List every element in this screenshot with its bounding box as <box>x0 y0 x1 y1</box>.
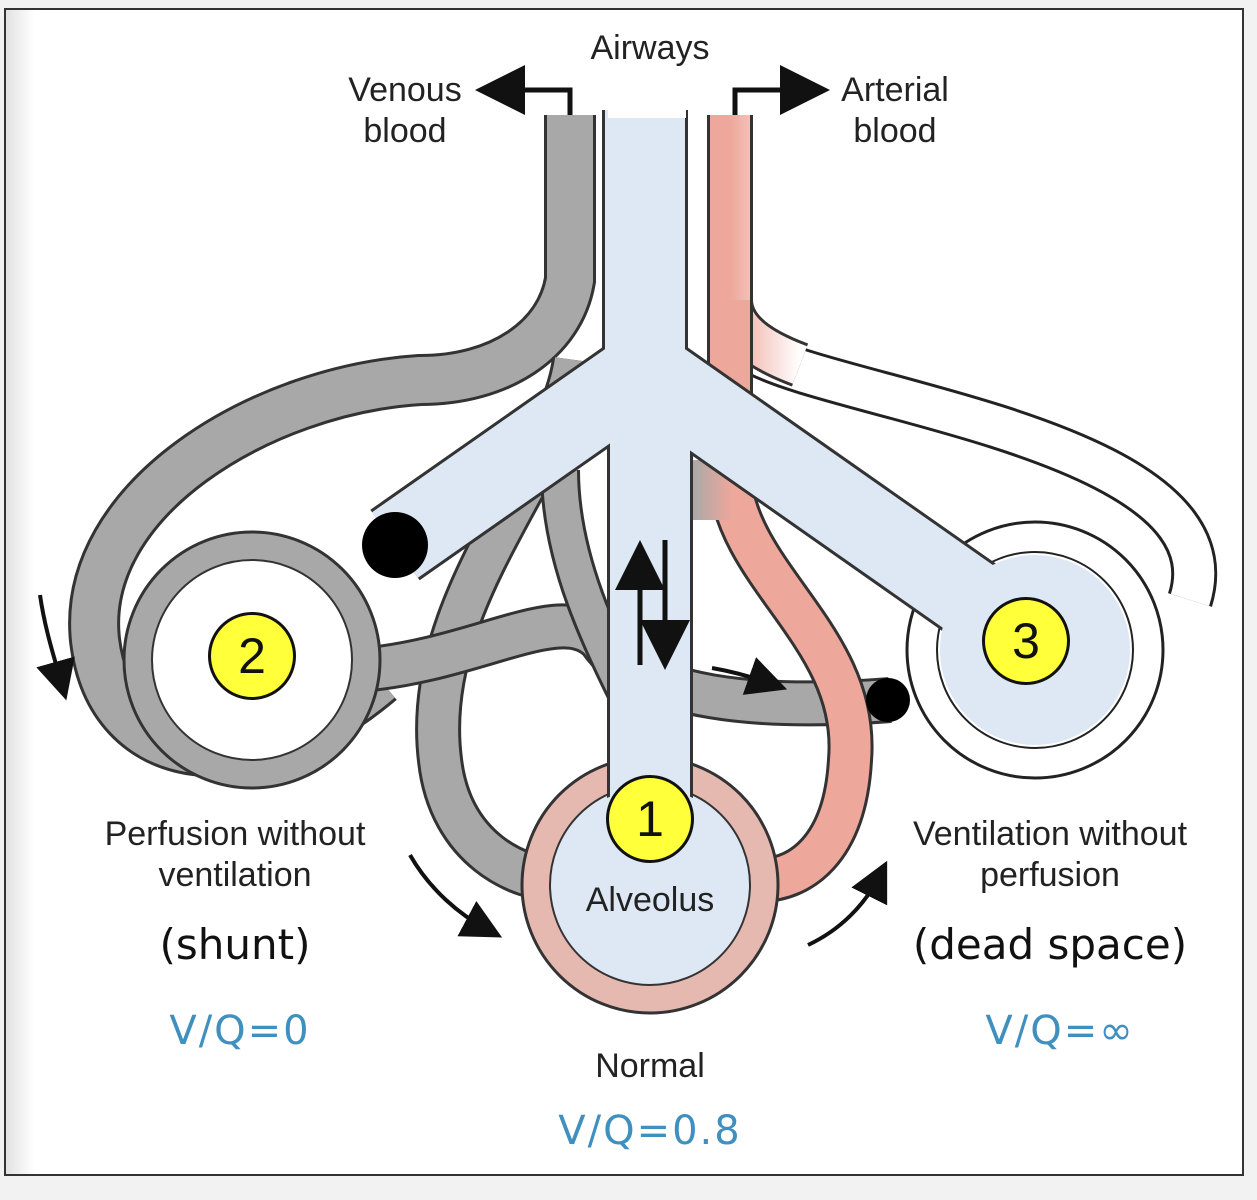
marker-1-badge: 1 <box>606 775 694 863</box>
flow-arrow-from-normal <box>807 860 888 947</box>
dead-space-label: (dead space) <box>912 920 1188 969</box>
normal-label: Normal <box>595 1047 705 1085</box>
vessel-obstruction <box>866 678 910 722</box>
arterial-blood-label: Arterial blood <box>841 71 949 150</box>
shunt-vq-ratio: V/Q=0 <box>169 1008 311 1054</box>
alveolus-label: Alveolus <box>585 881 715 919</box>
shunt-description: Perfusion without ventilation <box>104 815 366 894</box>
gas-exchange-arrows <box>615 540 690 670</box>
arterial-vessels <box>692 115 874 903</box>
marker-3-badge: 3 <box>982 597 1070 685</box>
arterial-outflow-arrow <box>732 65 830 115</box>
venous-blood-label: Venous blood <box>348 71 462 150</box>
dead-space-vq-ratio: V/Q=∞ <box>985 1008 1135 1054</box>
airways-label: Airways <box>590 29 710 67</box>
dead-space-description: Ventilation without perfusion <box>912 815 1188 894</box>
airway-tree <box>370 108 1130 982</box>
flow-arrow-to-normal <box>408 854 503 938</box>
shunt-label: (shunt) <box>159 920 311 969</box>
normal-vq-ratio: V/Q=0.8 <box>558 1108 742 1154</box>
venous-outflow-arrow <box>475 65 573 115</box>
airway-obstruction <box>362 512 428 578</box>
marker-2-badge: 2 <box>208 612 296 700</box>
flow-arrow-to-deadspace <box>711 657 788 695</box>
flow-arrow-left <box>36 594 75 701</box>
